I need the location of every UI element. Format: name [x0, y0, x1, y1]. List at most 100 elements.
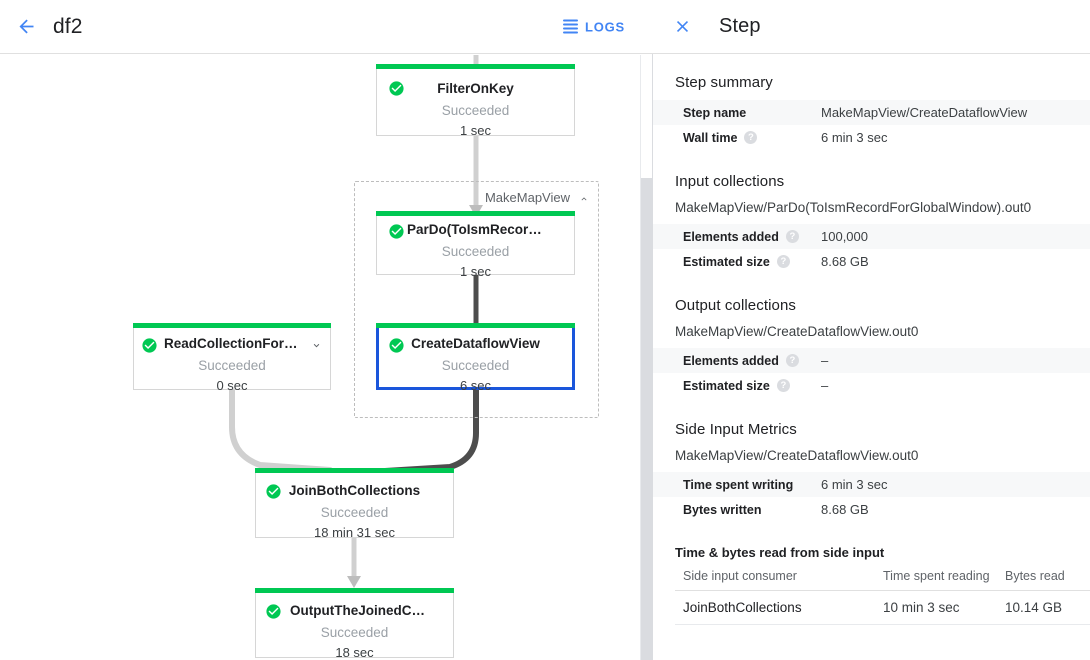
- node-duration: 1 sec: [459, 264, 492, 279]
- help-icon[interactable]: ?: [785, 354, 799, 367]
- row-key-label: Elements added: [683, 229, 779, 244]
- check-circle-icon: [266, 604, 281, 619]
- check-circle-icon: [142, 338, 157, 353]
- node-status-bar: [376, 323, 575, 328]
- column-header-time-spent-reading: Time spent reading: [875, 566, 997, 591]
- help-icon[interactable]: ?: [776, 379, 790, 392]
- graph-node-createdataflowview[interactable]: CreateDataflowView Succeeded 6 sec: [376, 323, 575, 393]
- table-row: Step name MakeMapView/CreateDataflowView: [653, 100, 1090, 125]
- node-name: OutputTheJoinedCollec…: [290, 603, 453, 618]
- node-status: Succeeded: [441, 103, 510, 118]
- node-status-bar: [255, 588, 454, 593]
- node-status: Succeeded: [198, 358, 266, 373]
- column-header-bytes-read: Bytes read: [997, 566, 1090, 591]
- row-key: Wall time ?: [683, 131, 821, 145]
- help-icon[interactable]: ?: [776, 255, 790, 268]
- output-collections-table: Elements added ? – Estimated size ? –: [653, 348, 1090, 398]
- table-row: Elements added ? –: [653, 348, 1090, 373]
- help-icon[interactable]: ?: [785, 230, 799, 243]
- node-name: JoinBothCollections: [288, 483, 421, 498]
- node-name: FilterOnKey: [437, 81, 514, 96]
- node-status-bar: [133, 323, 331, 328]
- table-row: Wall time ? 6 min 3 sec: [653, 125, 1090, 150]
- row-key: Estimated size ?: [683, 255, 821, 269]
- side-input-read-table: Side input consumer Time spent reading B…: [675, 566, 1090, 625]
- graph-scrollbar-thumb[interactable]: [641, 178, 652, 660]
- graph-node-outputthejoinedcollec[interactable]: OutputTheJoinedCollec… Succeeded 18 sec: [255, 588, 454, 660]
- node-status: Succeeded: [441, 358, 510, 373]
- side-input-collection-name: MakeMapView/CreateDataflowView.out0: [675, 448, 919, 463]
- top-bar: df2 LOGS: [0, 0, 653, 54]
- node-duration: 18 sec: [335, 645, 374, 660]
- group-label: MakeMapView: [484, 190, 570, 205]
- node-status-bar: [376, 211, 575, 216]
- section-heading-step-summary: Step summary: [675, 74, 773, 91]
- table-row: Elements added ? 100,000: [653, 224, 1090, 249]
- graph-node-filteronkey[interactable]: FilterOnKey Succeeded 1 sec: [376, 64, 575, 138]
- row-key: Time spent writing: [683, 478, 821, 492]
- node-name: CreateDataflowView: [411, 336, 540, 351]
- chevron-down-icon[interactable]: [311, 340, 322, 351]
- table-row: JoinBothCollections 10 min 3 sec 10.14 G…: [675, 590, 1090, 625]
- group-box-makemapview[interactable]: MakeMapView: [354, 181, 599, 418]
- row-key-label: Estimated size: [683, 254, 770, 269]
- row-value: 8.68 GB: [821, 254, 869, 269]
- check-circle-icon: [389, 81, 404, 96]
- node-name: ParDo(ToIsmRecordFor…: [407, 222, 572, 237]
- row-key-label: Time spent writing: [683, 477, 794, 492]
- row-value: –: [821, 353, 829, 368]
- row-key-label: Estimated size: [683, 378, 770, 393]
- row-key-label: Step name: [683, 105, 747, 120]
- check-circle-icon: [266, 484, 281, 499]
- node-status: Succeeded: [320, 505, 389, 520]
- row-value: 6 min 3 sec: [821, 130, 888, 145]
- node-status: Succeeded: [320, 625, 389, 640]
- arrow-back-icon[interactable]: [9, 10, 43, 44]
- input-collections-table: Elements added ? 100,000 Estimated size …: [653, 224, 1090, 274]
- row-value: –: [821, 378, 829, 393]
- section-heading-side-input-read: Time & bytes read from side input: [675, 545, 885, 560]
- side-input-metrics-table: Time spent writing 6 min 3 sec Bytes wri…: [653, 472, 1090, 522]
- node-status-bar: [255, 468, 454, 473]
- page-title: df2: [53, 14, 83, 38]
- row-key: Elements added ?: [683, 230, 821, 244]
- close-icon[interactable]: [667, 12, 697, 42]
- step-summary-table: Step name MakeMapView/CreateDataflowView…: [653, 100, 1090, 150]
- graph-node-joinbothcollections[interactable]: JoinBothCollections Succeeded 18 min 31 …: [255, 468, 454, 540]
- step-details-pane: Step Step summary Step name MakeMapView/…: [653, 0, 1090, 660]
- check-circle-icon: [389, 338, 404, 353]
- node-duration: 18 min 31 sec: [314, 525, 395, 540]
- section-heading-output-collections: Output collections: [675, 297, 797, 314]
- logs-button[interactable]: LOGS: [557, 15, 631, 38]
- job-graph-canvas[interactable]: MakeMapView FilterOnKey Succeeded 1 sec: [0, 55, 652, 660]
- node-status-bar: [376, 64, 575, 69]
- step-panel-header: Step: [653, 0, 1090, 54]
- row-key-label: Wall time: [683, 130, 738, 145]
- output-collection-name: MakeMapView/CreateDataflowView.out0: [675, 324, 919, 339]
- node-status: Succeeded: [441, 244, 510, 259]
- row-key: Elements added ?: [683, 354, 821, 368]
- cell-time-spent-reading: 10 min 3 sec: [875, 590, 997, 625]
- job-graph-pane: df2 LOGS: [0, 0, 653, 660]
- check-circle-icon: [389, 224, 404, 239]
- help-icon[interactable]: ?: [744, 131, 758, 144]
- row-key-label: Bytes written: [683, 502, 762, 517]
- logs-hamburger-icon: [562, 19, 578, 34]
- section-heading-side-input-metrics: Side Input Metrics: [675, 421, 797, 438]
- row-value: 6 min 3 sec: [821, 477, 888, 492]
- row-value: 100,000: [821, 229, 868, 244]
- graph-node-pardo-toismrecordfor[interactable]: ParDo(ToIsmRecordFor… Succeeded 1 sec: [376, 211, 575, 279]
- step-panel-body: Step summary Step name MakeMapView/Creat…: [653, 54, 1090, 660]
- table-row: Estimated size ? 8.68 GB: [653, 249, 1090, 274]
- graph-node-readcollectionforjoin[interactable]: ReadCollectionForJoin Succeeded 0 sec: [133, 323, 331, 393]
- table-row: Time spent writing 6 min 3 sec: [653, 472, 1090, 497]
- table-row: Estimated size ? –: [653, 373, 1090, 398]
- graph-scrollbar-track[interactable]: [640, 55, 652, 660]
- column-header-side-input-consumer: Side input consumer: [675, 566, 875, 591]
- logs-button-label: LOGS: [584, 19, 625, 34]
- cell-side-input-consumer: JoinBothCollections: [675, 590, 875, 625]
- input-collection-name: MakeMapView/ParDo(ToIsmRecordForGlobalWi…: [675, 200, 1032, 215]
- chevron-up-icon[interactable]: [579, 194, 589, 204]
- row-key: Bytes written: [683, 503, 821, 517]
